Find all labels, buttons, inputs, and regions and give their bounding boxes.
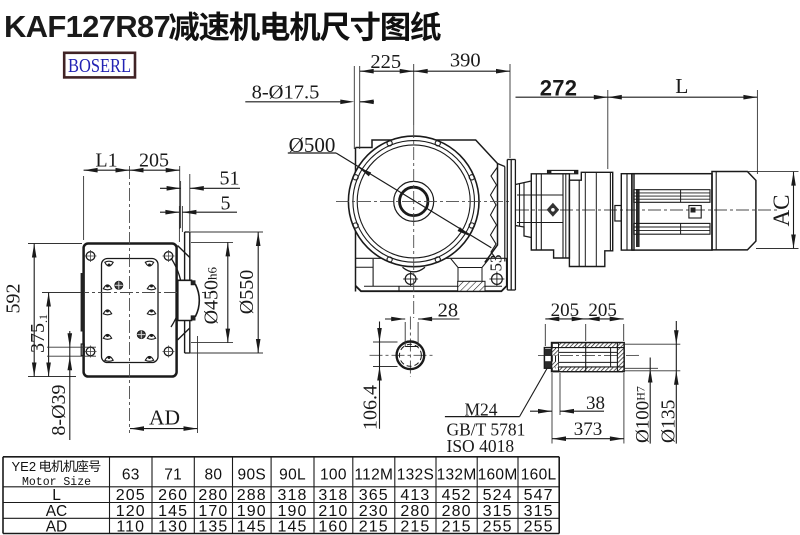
svg-text:170: 170 [198,503,228,520]
svg-text:132S: 132S [397,467,434,484]
svg-text:GB/T 5781: GB/T 5781 [447,420,526,440]
svg-text:205: 205 [551,300,580,321]
svg-text:KAF127R87: KAF127R87 [4,9,170,44]
svg-text:230: 230 [359,503,389,520]
svg-text:80: 80 [204,467,222,484]
svg-text:YE2: YE2 [12,459,37,474]
svg-text:318: 318 [318,487,348,504]
svg-text:106.4: 106.4 [359,385,381,430]
svg-text:205: 205 [116,487,146,504]
svg-text:315: 315 [483,503,513,520]
svg-text:110: 110 [116,518,145,535]
svg-text:38: 38 [586,393,605,414]
svg-text:160: 160 [318,518,348,535]
svg-text:210: 210 [318,503,348,520]
svg-text:90L: 90L [279,467,306,484]
svg-text:375.1: 375.1 [27,314,50,353]
svg-text:130: 130 [158,518,188,535]
svg-text:205: 205 [139,149,169,171]
svg-text:53: 53 [487,255,506,272]
svg-text:5: 5 [221,193,231,215]
svg-text:373: 373 [574,419,603,440]
svg-text:255: 255 [483,518,513,535]
svg-text:524: 524 [483,487,513,504]
svg-text:280: 280 [198,487,228,504]
svg-text:365: 365 [359,487,389,504]
svg-text:280: 280 [400,503,430,520]
svg-text:90S: 90S [238,467,266,484]
svg-text:8-Ø39: 8-Ø39 [48,384,70,435]
svg-text:547: 547 [524,487,554,504]
svg-text:AD: AD [46,518,68,535]
svg-text:215: 215 [442,518,472,535]
svg-text:51: 51 [220,168,240,190]
svg-text:318: 318 [278,487,308,504]
svg-text:ISO 4018: ISO 4018 [447,436,515,456]
svg-text:L: L [675,74,688,98]
svg-text:28: 28 [438,300,459,322]
svg-text:215: 215 [359,518,389,535]
svg-text:255: 255 [524,518,554,535]
svg-text:132M: 132M [437,467,477,484]
svg-text:Motor Size: Motor Size [22,476,91,489]
svg-text:Ø550: Ø550 [236,270,258,314]
svg-text:145: 145 [278,518,308,535]
svg-text:190: 190 [278,503,308,520]
svg-text:112M: 112M [354,467,393,484]
svg-text:BOSERL: BOSERL [68,55,131,77]
svg-text:413: 413 [400,487,430,504]
svg-text:160M: 160M [478,467,518,484]
svg-text:135: 135 [198,518,228,535]
svg-text:Ø135: Ø135 [659,400,680,443]
svg-text:280: 280 [442,503,472,520]
svg-text:AC: AC [769,195,794,227]
svg-text:100: 100 [320,467,347,484]
svg-text:L: L [52,487,61,504]
svg-text:M24: M24 [464,399,497,419]
svg-text:215: 215 [400,518,430,535]
svg-text:288: 288 [237,487,267,504]
svg-text:592: 592 [2,284,24,314]
svg-text:145: 145 [158,503,188,520]
svg-text:63: 63 [122,467,140,484]
svg-text:272: 272 [540,75,578,100]
svg-text:390: 390 [450,50,481,72]
svg-text:120: 120 [116,503,146,520]
svg-text:AD: AD [149,406,180,430]
svg-text:160L: 160L [521,467,557,484]
svg-text:452: 452 [442,487,472,504]
svg-text:205: 205 [588,300,617,321]
svg-text:71: 71 [164,467,182,484]
svg-text:225: 225 [370,51,401,73]
svg-text:315: 315 [524,503,554,520]
svg-text:AC: AC [46,503,68,520]
svg-text:190: 190 [237,503,267,520]
svg-text:260: 260 [158,487,188,504]
svg-text:145: 145 [237,518,267,535]
svg-text:L1: L1 [95,149,117,171]
svg-text:8-Ø17.5: 8-Ø17.5 [252,81,320,103]
svg-text:Ø450h6: Ø450h6 [201,266,223,324]
